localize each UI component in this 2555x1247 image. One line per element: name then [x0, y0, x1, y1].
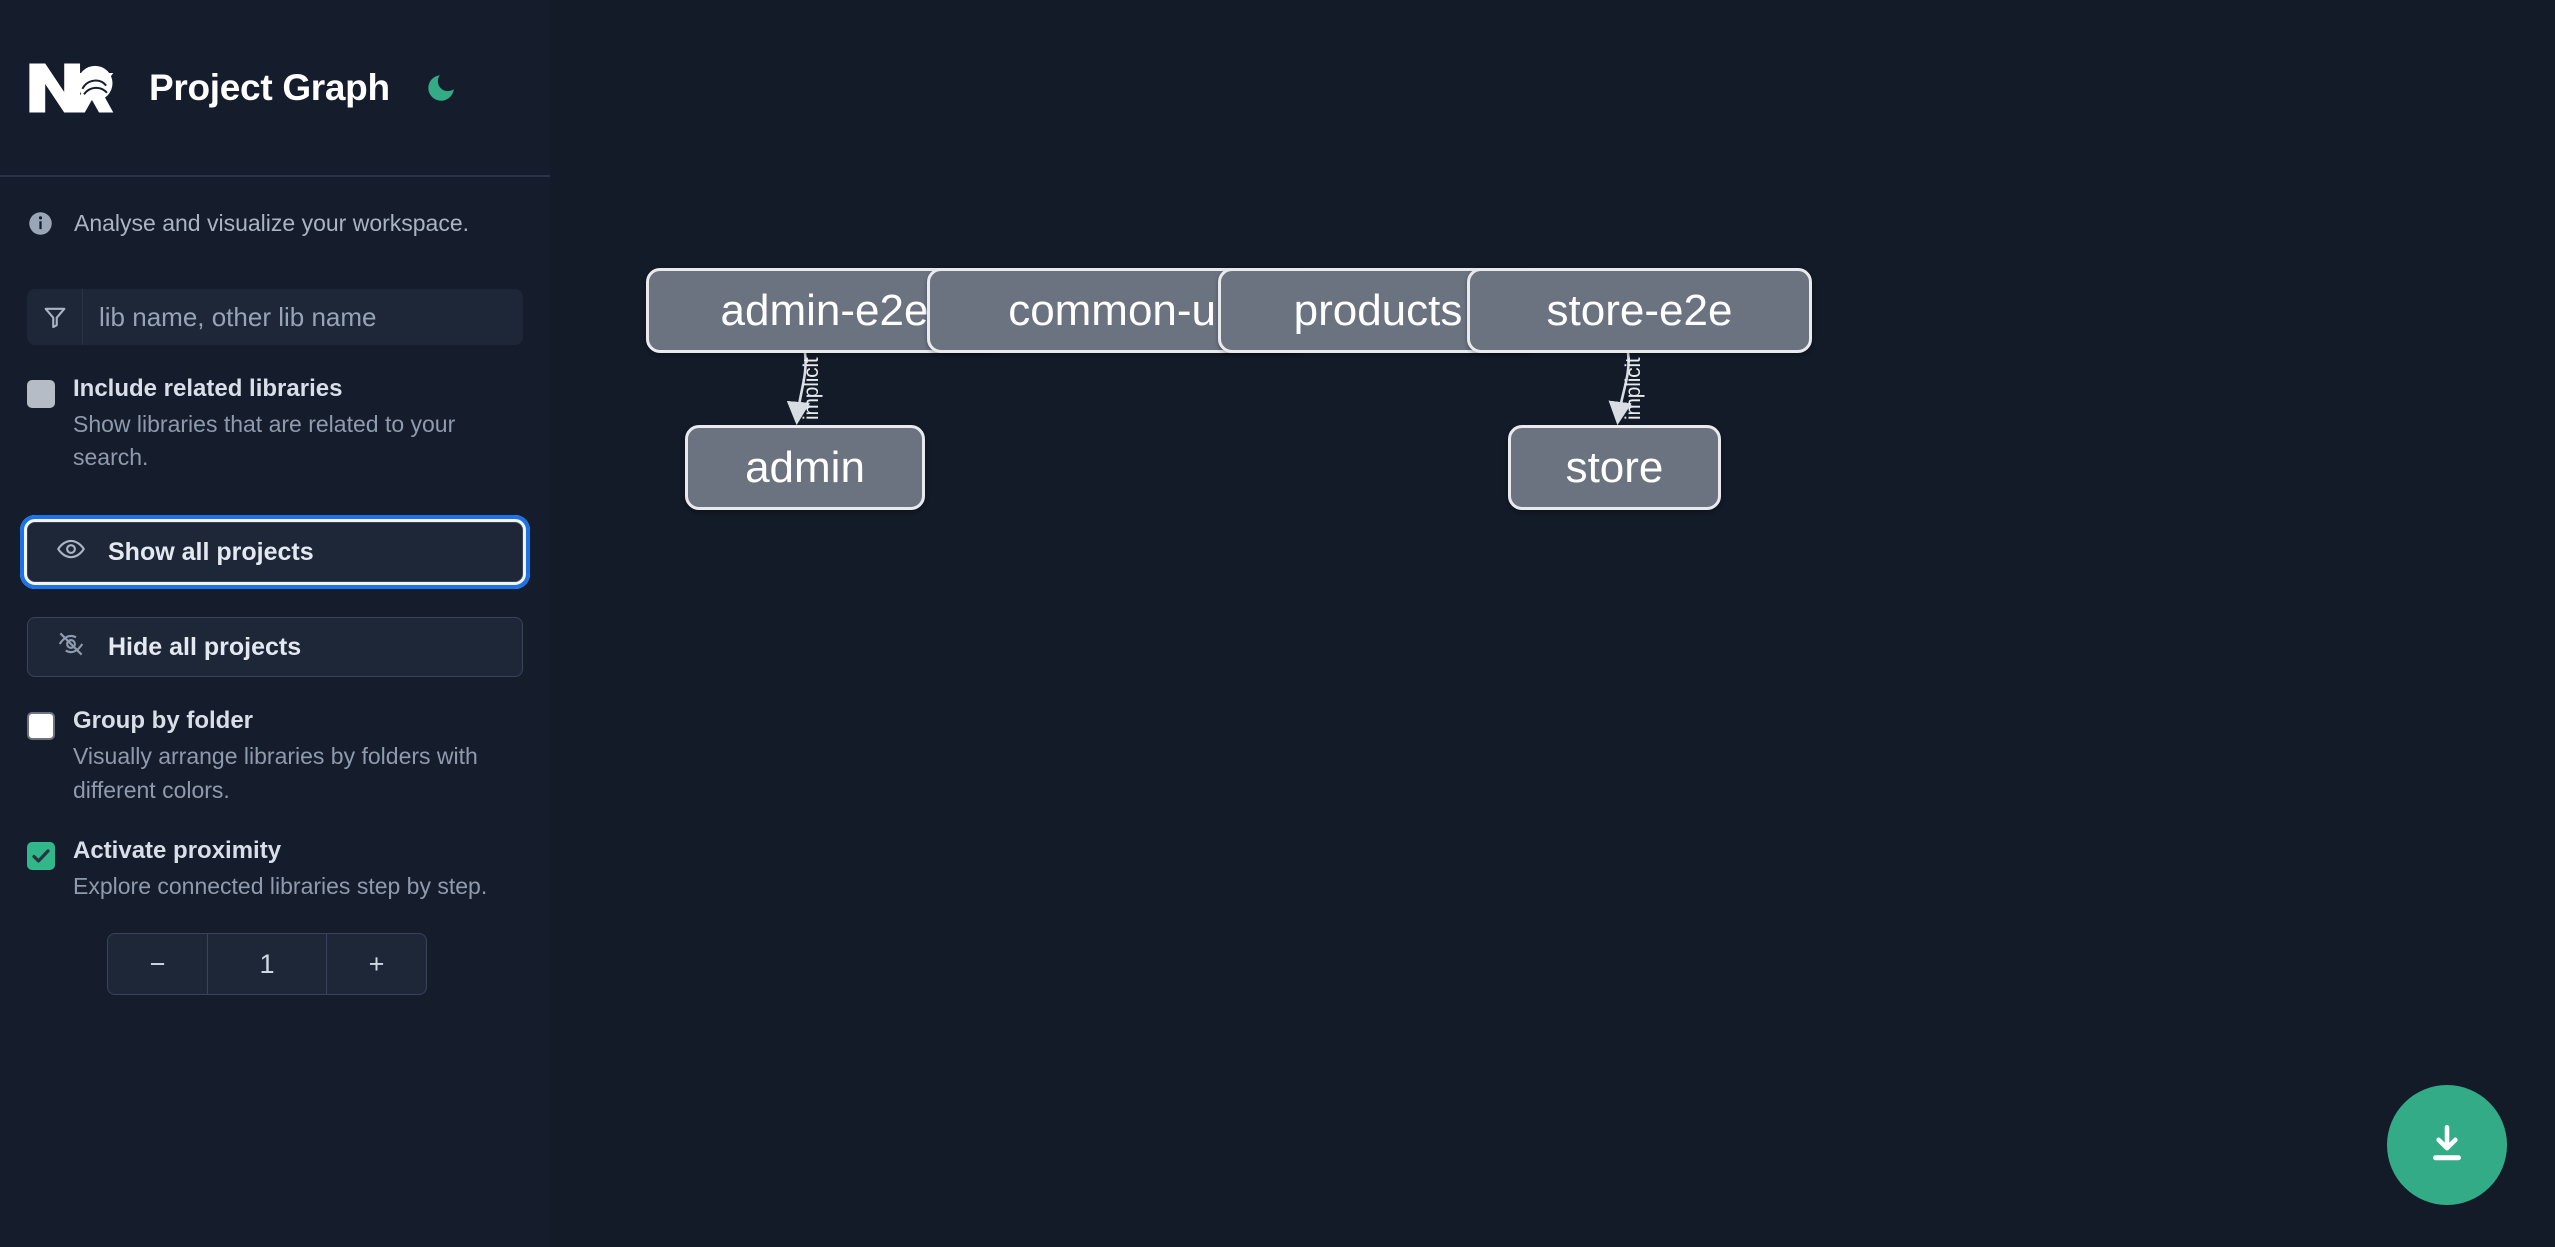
proximity-decrement-button[interactable]: − — [108, 934, 208, 995]
moon-icon[interactable] — [420, 67, 462, 109]
option-description: Visually arrange libraries by folders wi… — [73, 743, 478, 803]
include-related-libraries-checkbox[interactable] — [27, 380, 55, 408]
edge-label-admin: implicit — [800, 357, 823, 420]
page-title: Project Graph — [149, 66, 390, 108]
edge-store-e2e-store — [1608, 352, 1632, 426]
option-include-related-libraries[interactable]: Include related libraries Show libraries… — [27, 375, 523, 474]
option-description: Explore connected libraries step by step… — [73, 872, 488, 899]
graph-edges — [786, 352, 1632, 426]
edge-label-store: implicit — [1622, 357, 1645, 420]
show-all-projects-button[interactable]: Show all projects — [20, 515, 530, 590]
filter-funnel-icon — [27, 289, 83, 345]
hide-all-projects-button[interactable]: Hide all projects — [27, 617, 523, 678]
sidebar: Project Graph Analyse and visualize your… — [0, 0, 550, 1247]
option-label: Include related libraries — [73, 375, 343, 402]
proximity-stepper[interactable]: − 1 + — [107, 933, 427, 996]
graph-node-store-e2e[interactable]: store-e2e — [1467, 268, 1812, 353]
option-text-group: Group by folder Visually arrange librari… — [73, 707, 523, 806]
group-by-folder-checkbox[interactable] — [27, 712, 55, 741]
hide-all-projects-label: Hide all projects — [108, 632, 302, 661]
activate-proximity-checkbox[interactable] — [27, 841, 55, 870]
eye-off-icon — [56, 629, 86, 666]
workspace-hint-text: Analyse and visualize your workspace. — [74, 209, 470, 236]
eye-icon — [56, 534, 86, 571]
info-icon — [27, 210, 54, 237]
graph-node-admin[interactable]: admin — [685, 425, 925, 510]
option-text-group: Activate proximity Explore connected lib… — [73, 837, 487, 903]
option-text-group: Include related libraries Show libraries… — [73, 375, 523, 474]
download-icon — [2422, 1119, 2472, 1172]
download-graph-button[interactable] — [2387, 1085, 2507, 1205]
option-label: Group by folder — [73, 707, 253, 735]
graph-node-store[interactable]: store — [1508, 425, 1721, 510]
sidebar-body: Analyse and visualize your workspace. In… — [0, 177, 550, 996]
option-activate-proximity[interactable]: Activate proximity Explore connected lib… — [27, 837, 523, 903]
workspace-hint: Analyse and visualize your workspace. — [27, 177, 523, 269]
option-label: Activate proximity — [73, 836, 282, 864]
proximity-increment-button[interactable]: + — [326, 934, 426, 995]
visibility-button-group: Show all projects Hide all projects — [20, 515, 530, 678]
option-group-by-folder[interactable]: Group by folder Visually arrange librari… — [27, 707, 523, 806]
search-input[interactable] — [83, 289, 523, 345]
show-all-projects-label: Show all projects — [108, 537, 314, 566]
proximity-value: 1 — [259, 948, 275, 979]
filter-box[interactable] — [27, 289, 523, 345]
nx-logo-icon — [27, 57, 122, 119]
graph-canvas[interactable]: implicit implicit admin-e2e common-ui pr… — [550, 0, 2555, 1247]
sidebar-header: Project Graph — [0, 0, 550, 177]
option-description: Show libraries that are related to your … — [73, 410, 456, 471]
edge-admin-e2e-admin — [786, 352, 811, 426]
